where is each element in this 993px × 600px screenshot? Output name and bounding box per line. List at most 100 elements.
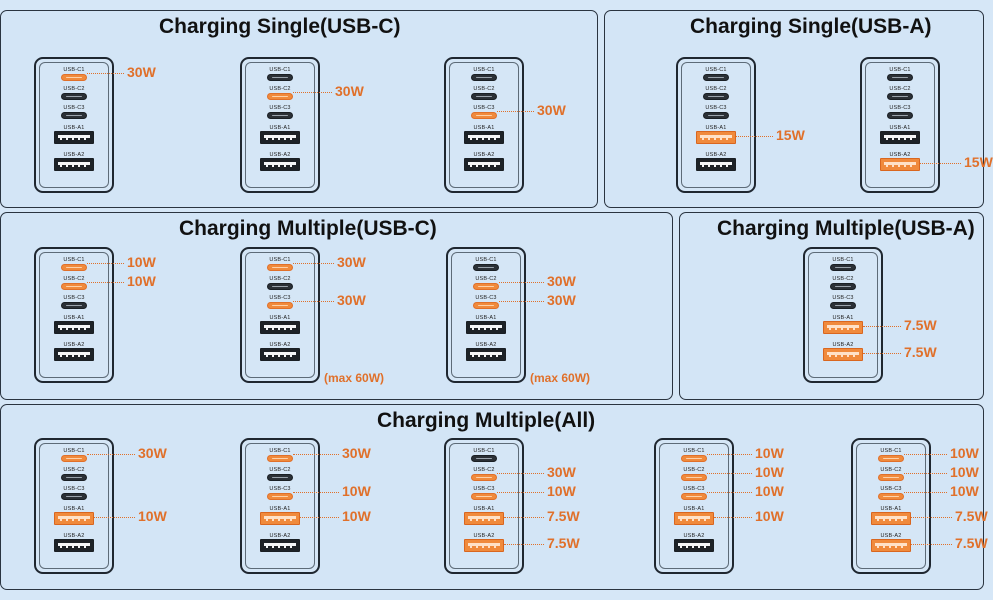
- wattage-label: 30W: [547, 464, 576, 480]
- wattage-label: 7.5W: [547, 508, 580, 524]
- port-c3: USB-C3: [242, 105, 318, 124]
- usb-c-port-icon: [703, 112, 729, 119]
- port-label: USB-A1: [473, 125, 495, 131]
- usb-c-port-icon: [830, 283, 856, 290]
- port-label: USB-A1: [832, 315, 854, 321]
- usb-a-port-icon: [696, 131, 736, 144]
- usb-c-port-icon: [61, 112, 87, 119]
- leader-line: [920, 163, 961, 164]
- usb-c-port-icon: [61, 302, 87, 309]
- port-label: USB-A2: [269, 152, 291, 158]
- usb-a-port-icon: [466, 321, 506, 334]
- panel-title: Charging Multiple(All): [377, 409, 596, 432]
- port-c2: USB-C2: [36, 467, 112, 486]
- wattage-label: 30W: [335, 83, 364, 99]
- port-c2: USB-C2: [242, 276, 318, 295]
- leader-line: [504, 517, 544, 518]
- port-a2: USB-A2: [656, 533, 732, 560]
- leader-line: [497, 473, 544, 474]
- port-a1: USB-A1: [448, 315, 524, 342]
- port-c2: USB-C2: [242, 467, 318, 486]
- port-label: USB-A2: [269, 533, 291, 539]
- port-label: USB-C3: [889, 105, 911, 111]
- leader-line: [293, 301, 334, 302]
- port-a1: USB-A1: [36, 315, 112, 342]
- port-c3: USB-C3: [862, 105, 938, 124]
- port-c3: USB-C3: [805, 295, 881, 314]
- port-label: USB-C1: [889, 67, 911, 73]
- port-c1: USB-C1: [805, 257, 881, 276]
- usb-c-port-icon: [878, 493, 904, 500]
- usb-c-port-icon: [471, 474, 497, 481]
- wattage-label: 10W: [755, 464, 784, 480]
- port-label: USB-C2: [473, 86, 495, 92]
- port-a1: USB-A1: [446, 125, 522, 152]
- port-a2: USB-A2: [853, 533, 929, 560]
- port-a1: USB-A1: [242, 315, 318, 342]
- usb-a-port-icon: [54, 131, 94, 144]
- port-c2: USB-C2: [242, 86, 318, 105]
- wattage-label: 10W: [755, 445, 784, 461]
- usb-c-port-icon: [887, 74, 913, 81]
- usb-a-port-icon: [880, 131, 920, 144]
- usb-c-port-icon: [473, 283, 499, 290]
- leader-line: [714, 517, 752, 518]
- usb-c-port-icon: [267, 93, 293, 100]
- panel-title: Charging Single(USB-C): [159, 15, 401, 38]
- port-c1: USB-C1: [242, 448, 318, 467]
- usb-a-port-icon: [674, 539, 714, 552]
- port-label: USB-C3: [63, 295, 85, 301]
- usb-a-port-icon: [54, 539, 94, 552]
- panel-title: Charging Multiple(USB-C): [179, 217, 437, 240]
- usb-c-port-icon: [61, 283, 87, 290]
- usb-a-port-icon: [260, 321, 300, 334]
- usb-c-port-icon: [267, 455, 293, 462]
- port-c1: USB-C1: [656, 448, 732, 467]
- usb-c-port-icon: [703, 93, 729, 100]
- leader-line: [497, 111, 534, 112]
- port-c2: USB-C2: [862, 86, 938, 105]
- usb-a-port-icon: [696, 158, 736, 171]
- port-a2: USB-A2: [36, 342, 112, 369]
- leader-line: [497, 492, 544, 493]
- usb-a-port-icon: [260, 348, 300, 361]
- wattage-label: 15W: [964, 154, 993, 170]
- port-label: USB-A1: [889, 125, 911, 131]
- port-c1: USB-C1: [678, 67, 754, 86]
- port-a2: USB-A2: [862, 152, 938, 179]
- wattage-label: 30W: [342, 445, 371, 461]
- usb-c-port-icon: [471, 455, 497, 462]
- port-a2: USB-A2: [446, 152, 522, 179]
- port-c1: USB-C1: [446, 448, 522, 467]
- leader-line: [499, 282, 544, 283]
- wattage-label: 10W: [342, 483, 371, 499]
- port-a2: USB-A2: [36, 152, 112, 179]
- wattage-label: 30W: [547, 273, 576, 289]
- port-c2: USB-C2: [446, 86, 522, 105]
- usb-c-port-icon: [471, 112, 497, 119]
- port-c3: USB-C3: [656, 486, 732, 505]
- port-label: USB-A2: [63, 533, 85, 539]
- wattage-label: 30W: [547, 292, 576, 308]
- leader-line: [707, 492, 752, 493]
- usb-c-port-icon: [471, 93, 497, 100]
- port-c1: USB-C1: [242, 257, 318, 276]
- port-a1: USB-A1: [36, 125, 112, 152]
- leader-line: [94, 517, 135, 518]
- port-c3: USB-C3: [853, 486, 929, 505]
- leader-line: [707, 454, 752, 455]
- port-label: USB-C2: [889, 86, 911, 92]
- port-label: USB-C1: [269, 67, 291, 73]
- port-label: USB-C1: [705, 67, 727, 73]
- usb-c-port-icon: [703, 74, 729, 81]
- leader-line: [904, 454, 947, 455]
- leader-line: [904, 473, 947, 474]
- port-label: USB-A2: [889, 152, 911, 158]
- usb-c-port-icon: [61, 264, 87, 271]
- port-a2: USB-A2: [678, 152, 754, 179]
